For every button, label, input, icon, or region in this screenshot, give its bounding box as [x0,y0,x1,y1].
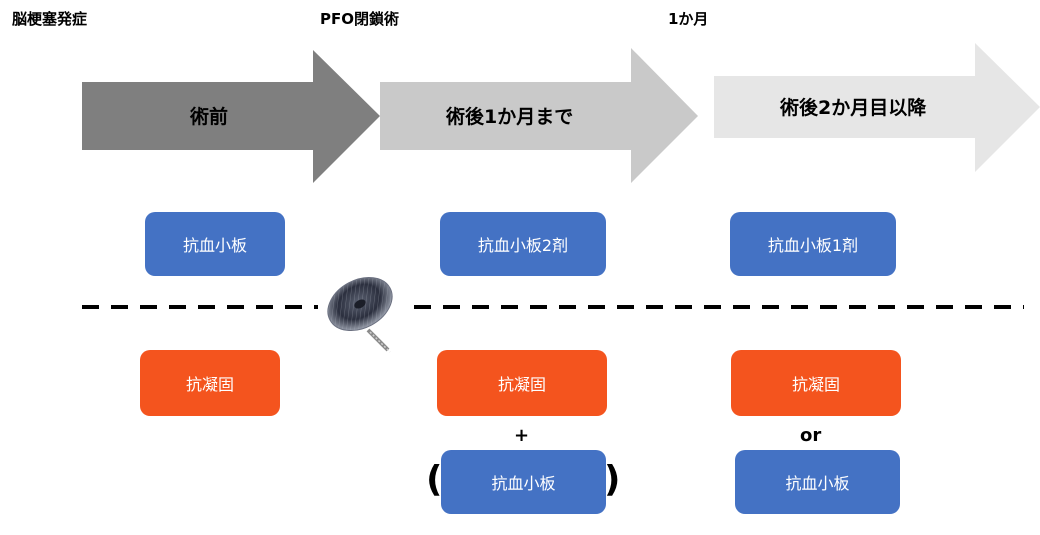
pfo-occluder-icon [327,276,393,353]
row-divider [82,305,1024,309]
antiplatelet-postop-1m-box: 抗血小板2剤 [440,212,606,276]
phase-label-postop-1m: 術後1か月まで [446,106,574,128]
procedure-label: PFO閉鎖術 [320,10,399,28]
open-paren: ( [426,459,443,500]
phase-label-preop: 術前 [190,106,229,128]
or-label: or [800,425,822,446]
anticoagulant-postop-2m-box: 抗凝固 [731,350,901,416]
alt-antiplatelet-box: 抗血小板 [735,450,900,514]
phase-arrow-preop [82,50,380,183]
onset-label: 脳梗塞発症 [12,10,88,28]
anticoagulant-postop-1m-box: 抗凝固 [437,350,607,416]
phase-arrows [82,43,1040,183]
plus-sign: + [514,425,530,446]
antiplatelet-preop-box: 抗血小板 [145,212,285,276]
one-month-label: 1か月 [668,10,709,28]
phase-arrow-postop-1m [380,48,698,183]
phase-label-postop-2m: 術後2か月目以降 [780,97,927,119]
anticoagulant-preop-box: 抗凝固 [140,350,280,416]
phase-arrow-postop-2m [714,43,1040,172]
optional-antiplatelet-box: 抗血小板 [441,450,606,514]
antiplatelet-postop-2m-box: 抗血小板1剤 [730,212,896,276]
close-paren: ) [604,459,621,500]
